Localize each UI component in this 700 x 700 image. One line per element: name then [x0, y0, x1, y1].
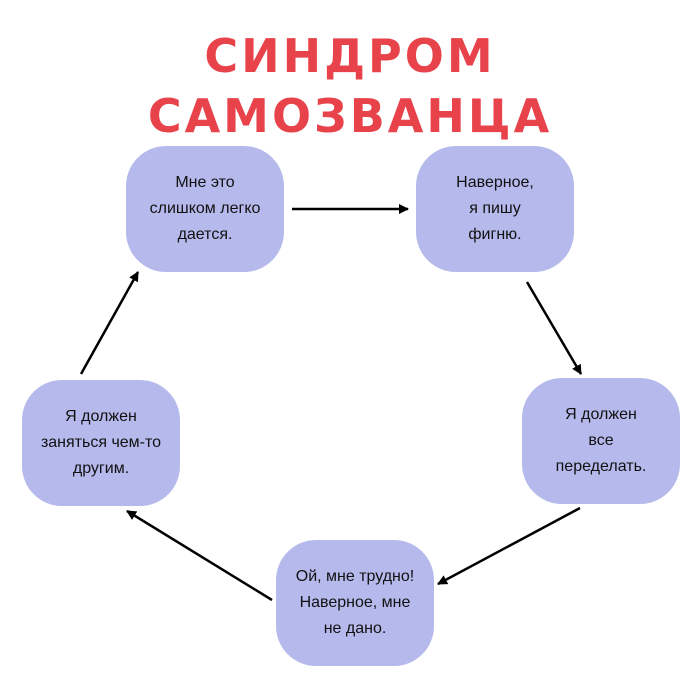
node-too-easy: Мне это слишком легко дается. — [126, 146, 284, 272]
diagram-title: СИНДРОМ САМОЗВАНЦА — [147, 29, 553, 143]
node-do-something-else-label: Я должен заняться чем-то другим. — [40, 408, 162, 477]
node-too-hard-label: Ой, мне трудно! Наверное, мне не дано. — [295, 568, 415, 637]
node-writing-nonsense: Наверное, я пишу фигню. — [416, 146, 574, 272]
node-redo-everything-label: Я должен все переделать. — [555, 406, 647, 475]
node-too-easy-label: Мне это слишком легко дается. — [149, 174, 261, 243]
arrow-edge-2 — [525, 281, 583, 375]
arrow-edge-3 — [437, 506, 581, 586]
node-redo-everything: Я должен все переделать. — [522, 378, 680, 504]
node-too-hard: Ой, мне трудно! Наверное, мне не дано. — [276, 540, 434, 666]
node-do-something-else: Я должен заняться чем-то другим. — [22, 380, 180, 506]
arrow-edge-4 — [126, 509, 273, 602]
node-writing-nonsense-label: Наверное, я пишу фигню. — [456, 174, 534, 243]
arrow-edge-5 — [79, 271, 140, 375]
